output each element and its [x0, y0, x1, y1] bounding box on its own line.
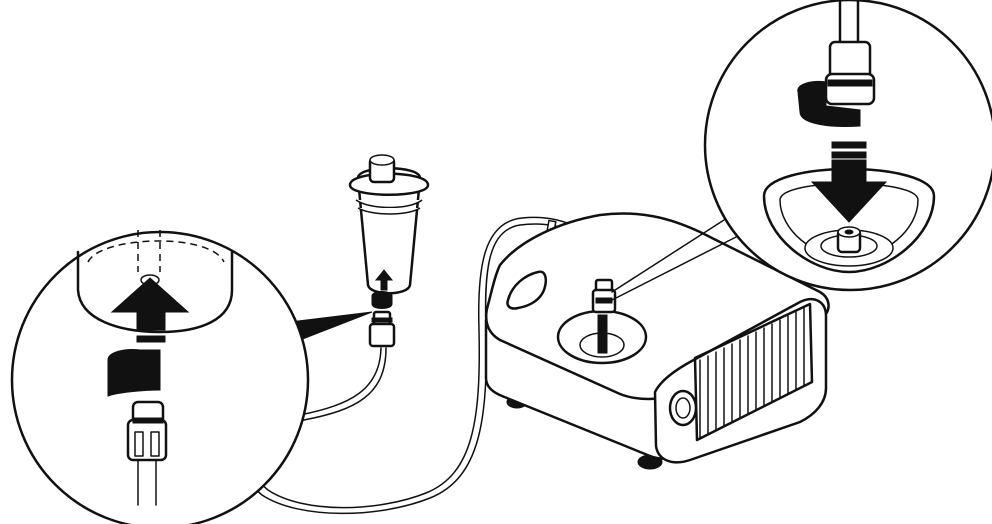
tube-connector — [593, 280, 615, 312]
power-switch — [670, 391, 696, 425]
nebulizer-cup — [350, 155, 428, 346]
zoom-callout-right — [612, 0, 992, 300]
zoom-callout-left — [12, 230, 372, 524]
zoom-right-connector — [826, 42, 874, 104]
